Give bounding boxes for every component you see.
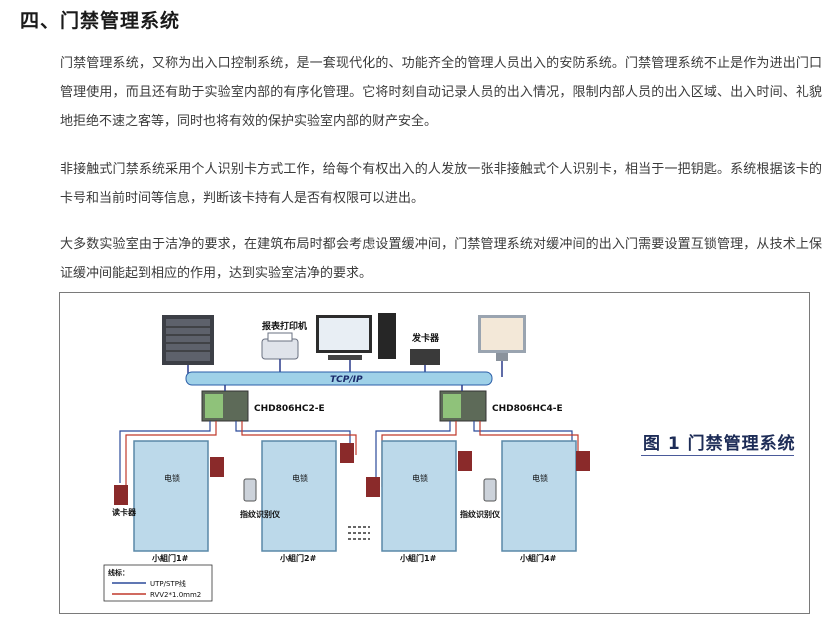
door-4-label: 小組门4# [519,553,557,563]
door-4: 电锁 [501,440,577,552]
section-heading: 四、门禁管理系统 [20,10,181,32]
door-2: 电锁 [261,440,337,552]
wire-legend: 线标： UTP/STP线 RVV2*1.0mm2 [103,564,213,602]
fingerprint-label-2: 指纹识别仪 [460,509,501,519]
svg-text:RVV2*1.0mm2: RVV2*1.0mm2 [150,591,201,599]
paragraph-intro: 门禁管理系统，又称为出入口控制系统，是一套现代化的、功能齐全的管理人员出入的安防… [60,56,822,129]
access-control-diagram: 报表打印机 发卡器 TCP/IP [103,313,590,602]
fingerprint-reader-icons [243,478,497,502]
figure-frame: 报表打印机 发卡器 TCP/IP [59,292,810,614]
caption-underline [641,455,794,456]
door-3-label: 小組门1# [399,553,437,563]
printer-icon [261,332,299,360]
server-icon [162,315,214,365]
card-reader-icons [114,443,590,505]
printer-label: 报表打印机 [262,320,307,332]
network-label: TCP/IP [330,375,363,385]
figure-caption: 图 1 门禁管理系统 [643,434,796,454]
svg-text:电锁: 电锁 [532,473,548,483]
svg-text:UTP/STP线: UTP/STP线 [150,579,186,588]
door-1-label: 小組门1# [151,553,189,563]
controller-1-label: CHD806HC2-E [254,404,325,414]
paragraph-contactless: 非接触式门禁系统采用个人识别卡方式工作，给每个有权出入的人发放一张非接触式个人识… [60,162,822,206]
fingerprint-label-1: 指纹识别仪 [240,509,281,519]
door-1: 电锁 [133,440,209,552]
card-issuer-label: 发卡器 [411,332,440,344]
door-3: 电锁 [381,440,457,552]
controller-2-label: CHD806HC4-E [492,404,563,414]
monitor-icon [478,315,526,361]
svg-text:线标：: 线标： [108,568,129,577]
controller-1-icon [201,385,249,422]
door-2-label: 小組门2# [279,553,317,563]
network-bus: TCP/IP [185,359,503,386]
continuation-marks [348,526,370,540]
svg-text:电锁: 电锁 [164,473,180,483]
controller-2-icon [439,385,487,422]
paragraph-buffer-room: 大多数实验室由于洁净的要求，在建筑布局时都会考虑设置缓冲间，门禁管理系统对缓冲间… [60,237,822,281]
computer-icon [316,313,396,360]
svg-text:电锁: 电锁 [412,473,428,483]
card-reader-label: 读卡器 [112,507,137,517]
card-issuer-icon [410,349,440,365]
svg-text:电锁: 电锁 [292,473,308,483]
